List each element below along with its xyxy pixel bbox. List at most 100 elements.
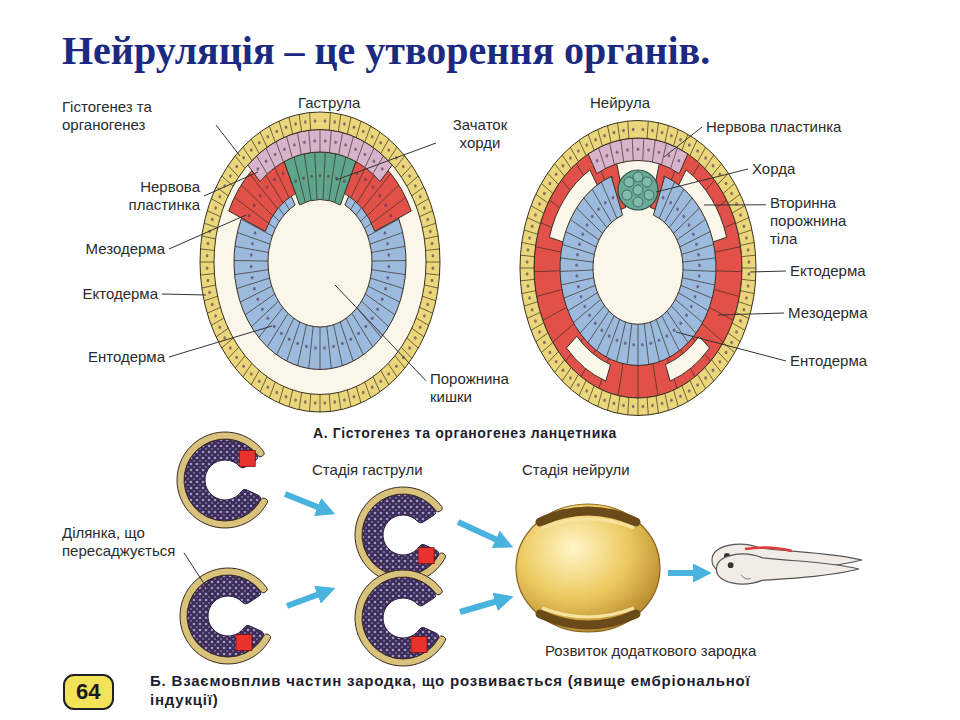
cell-wall (732, 323, 745, 330)
cell-wall (607, 126, 611, 143)
cell-nucleus (526, 272, 529, 276)
cell-nucleus (735, 330, 738, 334)
notochord-rudiment (284, 152, 356, 205)
cell-wall (235, 270, 269, 275)
cell-wall (211, 199, 224, 206)
cell-wall (736, 312, 749, 318)
cell-nucleus (426, 303, 429, 307)
cell-nucleus (528, 236, 531, 240)
cell-wall (334, 325, 343, 366)
cell-wall (426, 249, 440, 251)
cell-nucleus (341, 342, 344, 346)
cell-wall (536, 333, 548, 342)
cell-wall (671, 306, 696, 334)
cell-wall (340, 322, 353, 361)
cell-nucleus (408, 174, 411, 178)
cell-nucleus (730, 341, 733, 345)
figure-caption: А. Гістогенез та органогенез ланцетника (313, 424, 617, 442)
cell-nucleus (223, 336, 226, 340)
cell-wall (579, 140, 586, 155)
cell-wall (664, 189, 683, 222)
cell-wall (329, 113, 330, 130)
stage-name: Гаструла (298, 94, 360, 112)
cell-wall (531, 206, 544, 213)
embryo-body (516, 504, 660, 632)
cell-nucleus (414, 336, 417, 340)
cell-wall (207, 307, 220, 313)
cell-wall (259, 308, 283, 338)
cell-nucleus (742, 308, 745, 312)
cell-wall (742, 255, 756, 257)
cell-wall (373, 156, 384, 174)
cell-wall (683, 270, 716, 271)
cell-nucleus (364, 153, 367, 157)
cell-wall (329, 130, 331, 152)
cell-nucleus (549, 351, 552, 355)
cell-nucleus (658, 150, 661, 154)
cell-nucleus (387, 253, 390, 257)
cell-nucleus (637, 148, 640, 152)
cell-nucleus (386, 242, 389, 246)
cell-nucleus (386, 276, 389, 280)
cell-wall (289, 117, 293, 134)
cell-wall (674, 390, 679, 406)
cell-wall (327, 326, 331, 368)
cell-wall (682, 386, 688, 402)
part-label: Ентодерма (790, 352, 867, 370)
cell-wall (310, 113, 311, 130)
cell-wall (712, 164, 722, 176)
cell-nucleus (677, 159, 680, 163)
cell-wall (527, 312, 540, 318)
cell-wall (357, 141, 364, 161)
graft-area (411, 637, 427, 653)
cell-wall (241, 185, 272, 216)
cell-wall (536, 194, 548, 203)
cell-nucleus (384, 204, 387, 208)
cell-wall (618, 396, 620, 413)
cell-wall (279, 387, 284, 403)
cell-wall (628, 398, 629, 415)
cell-nucleus (378, 194, 381, 198)
leader-line (162, 294, 206, 295)
cell-nucleus (426, 218, 429, 222)
cell-wall (561, 278, 593, 285)
cell-nucleus (591, 215, 594, 219)
cell-nucleus (692, 233, 695, 237)
cell-nucleus (526, 260, 529, 264)
cell-wall (267, 313, 288, 347)
cell-wall (243, 364, 252, 377)
cell-nucleus (353, 126, 356, 130)
cell-nucleus (641, 405, 644, 409)
cell-nucleus (344, 143, 347, 147)
part-label: Зачаток хорди (440, 116, 520, 152)
cell-nucleus (218, 325, 221, 329)
cell-wall (705, 155, 714, 168)
cell-wall (320, 395, 321, 413)
cell-nucleus (747, 272, 750, 276)
cell-nucleus (265, 159, 268, 163)
cell-nucleus (319, 174, 322, 178)
cell-nucleus (364, 178, 367, 182)
part-label: Порожнина кишки (430, 370, 520, 406)
cell-nucleus (314, 119, 317, 123)
neurula-section (520, 121, 756, 416)
cell-nucleus (624, 341, 627, 345)
cell-wall (680, 232, 711, 247)
cell-wall (371, 197, 405, 223)
cell-wall (566, 232, 597, 247)
cell-wall (588, 134, 594, 150)
cell-nucleus (747, 284, 750, 288)
cell-nucleus (253, 204, 256, 208)
cell-wall (580, 306, 605, 334)
cell-wall (647, 121, 648, 138)
cell-nucleus (387, 372, 390, 376)
cell-nucleus (597, 207, 600, 211)
cell-wall (522, 291, 536, 294)
cell-nucleus (583, 305, 586, 309)
cell-nucleus (649, 341, 652, 345)
cell-wall (365, 126, 371, 142)
cell-wall (576, 208, 602, 233)
cell-wall (309, 326, 313, 368)
cell-nucleus (266, 185, 269, 189)
notochord-cell (644, 190, 654, 200)
